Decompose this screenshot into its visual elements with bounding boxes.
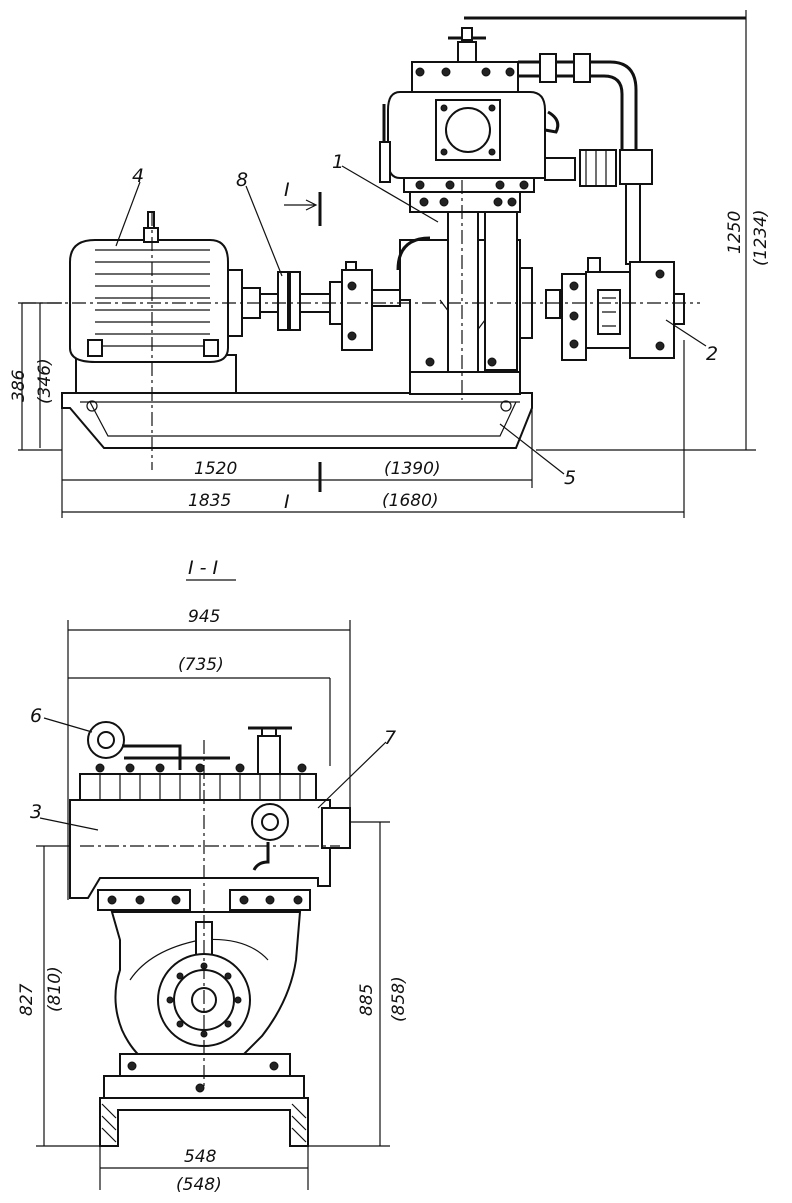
volute-casing (110, 911, 302, 1078)
dim-1680: (1680) (382, 491, 439, 511)
section-view: I - I (17, 557, 409, 1195)
dim-548: 548 (184, 1147, 217, 1167)
callout-5: 5 (564, 467, 576, 489)
pedestal (99, 1053, 309, 1147)
dim-1234: (1234) (751, 209, 771, 266)
side-dimensions (18, 10, 756, 518)
section-valve (87, 721, 292, 775)
dim-735: (735) (178, 655, 224, 675)
top-header (379, 61, 560, 193)
dim-1835: 1835 (188, 491, 231, 511)
callout-6: 6 (30, 705, 42, 727)
coupling (259, 271, 331, 331)
dim-885: 885 (357, 984, 377, 1016)
header-casing (69, 763, 351, 911)
callout-1: 1 (332, 151, 344, 173)
dim-827: 827 (17, 983, 37, 1016)
callout-8: 8 (236, 169, 248, 191)
dim-346: (346) (35, 358, 55, 404)
callout-4: 4 (132, 165, 144, 187)
inlet-flange (329, 261, 401, 351)
section-leaders (39, 717, 387, 831)
dim-1390: (1390) (384, 459, 441, 479)
dim-945: 945 (188, 607, 220, 627)
callout-leaders (115, 165, 707, 475)
dim-548-paren: (548) (176, 1175, 222, 1195)
section-mark-bottom: I (284, 491, 290, 513)
dim-810: (810) (45, 966, 65, 1012)
pipework (518, 53, 653, 265)
pump-body (396, 191, 533, 395)
baseplate (61, 392, 533, 449)
side-view: 1520 (1390) 1835 (1680) 1250 (1234) 386 … (9, 10, 771, 518)
section-title: I - I (188, 557, 219, 579)
dim-1250: 1250 (725, 211, 745, 254)
callout-7: 7 (384, 727, 396, 749)
auxiliary-pump (545, 257, 685, 361)
section-mark-top: I (284, 179, 290, 201)
dim-386: 386 (9, 369, 29, 402)
section-arrow (284, 192, 322, 492)
dim-1520: 1520 (194, 459, 237, 479)
callout-2: 2 (706, 343, 718, 365)
callout-3: 3 (30, 801, 42, 823)
top-valve (448, 16, 746, 63)
dim-858: (858) (389, 976, 409, 1022)
